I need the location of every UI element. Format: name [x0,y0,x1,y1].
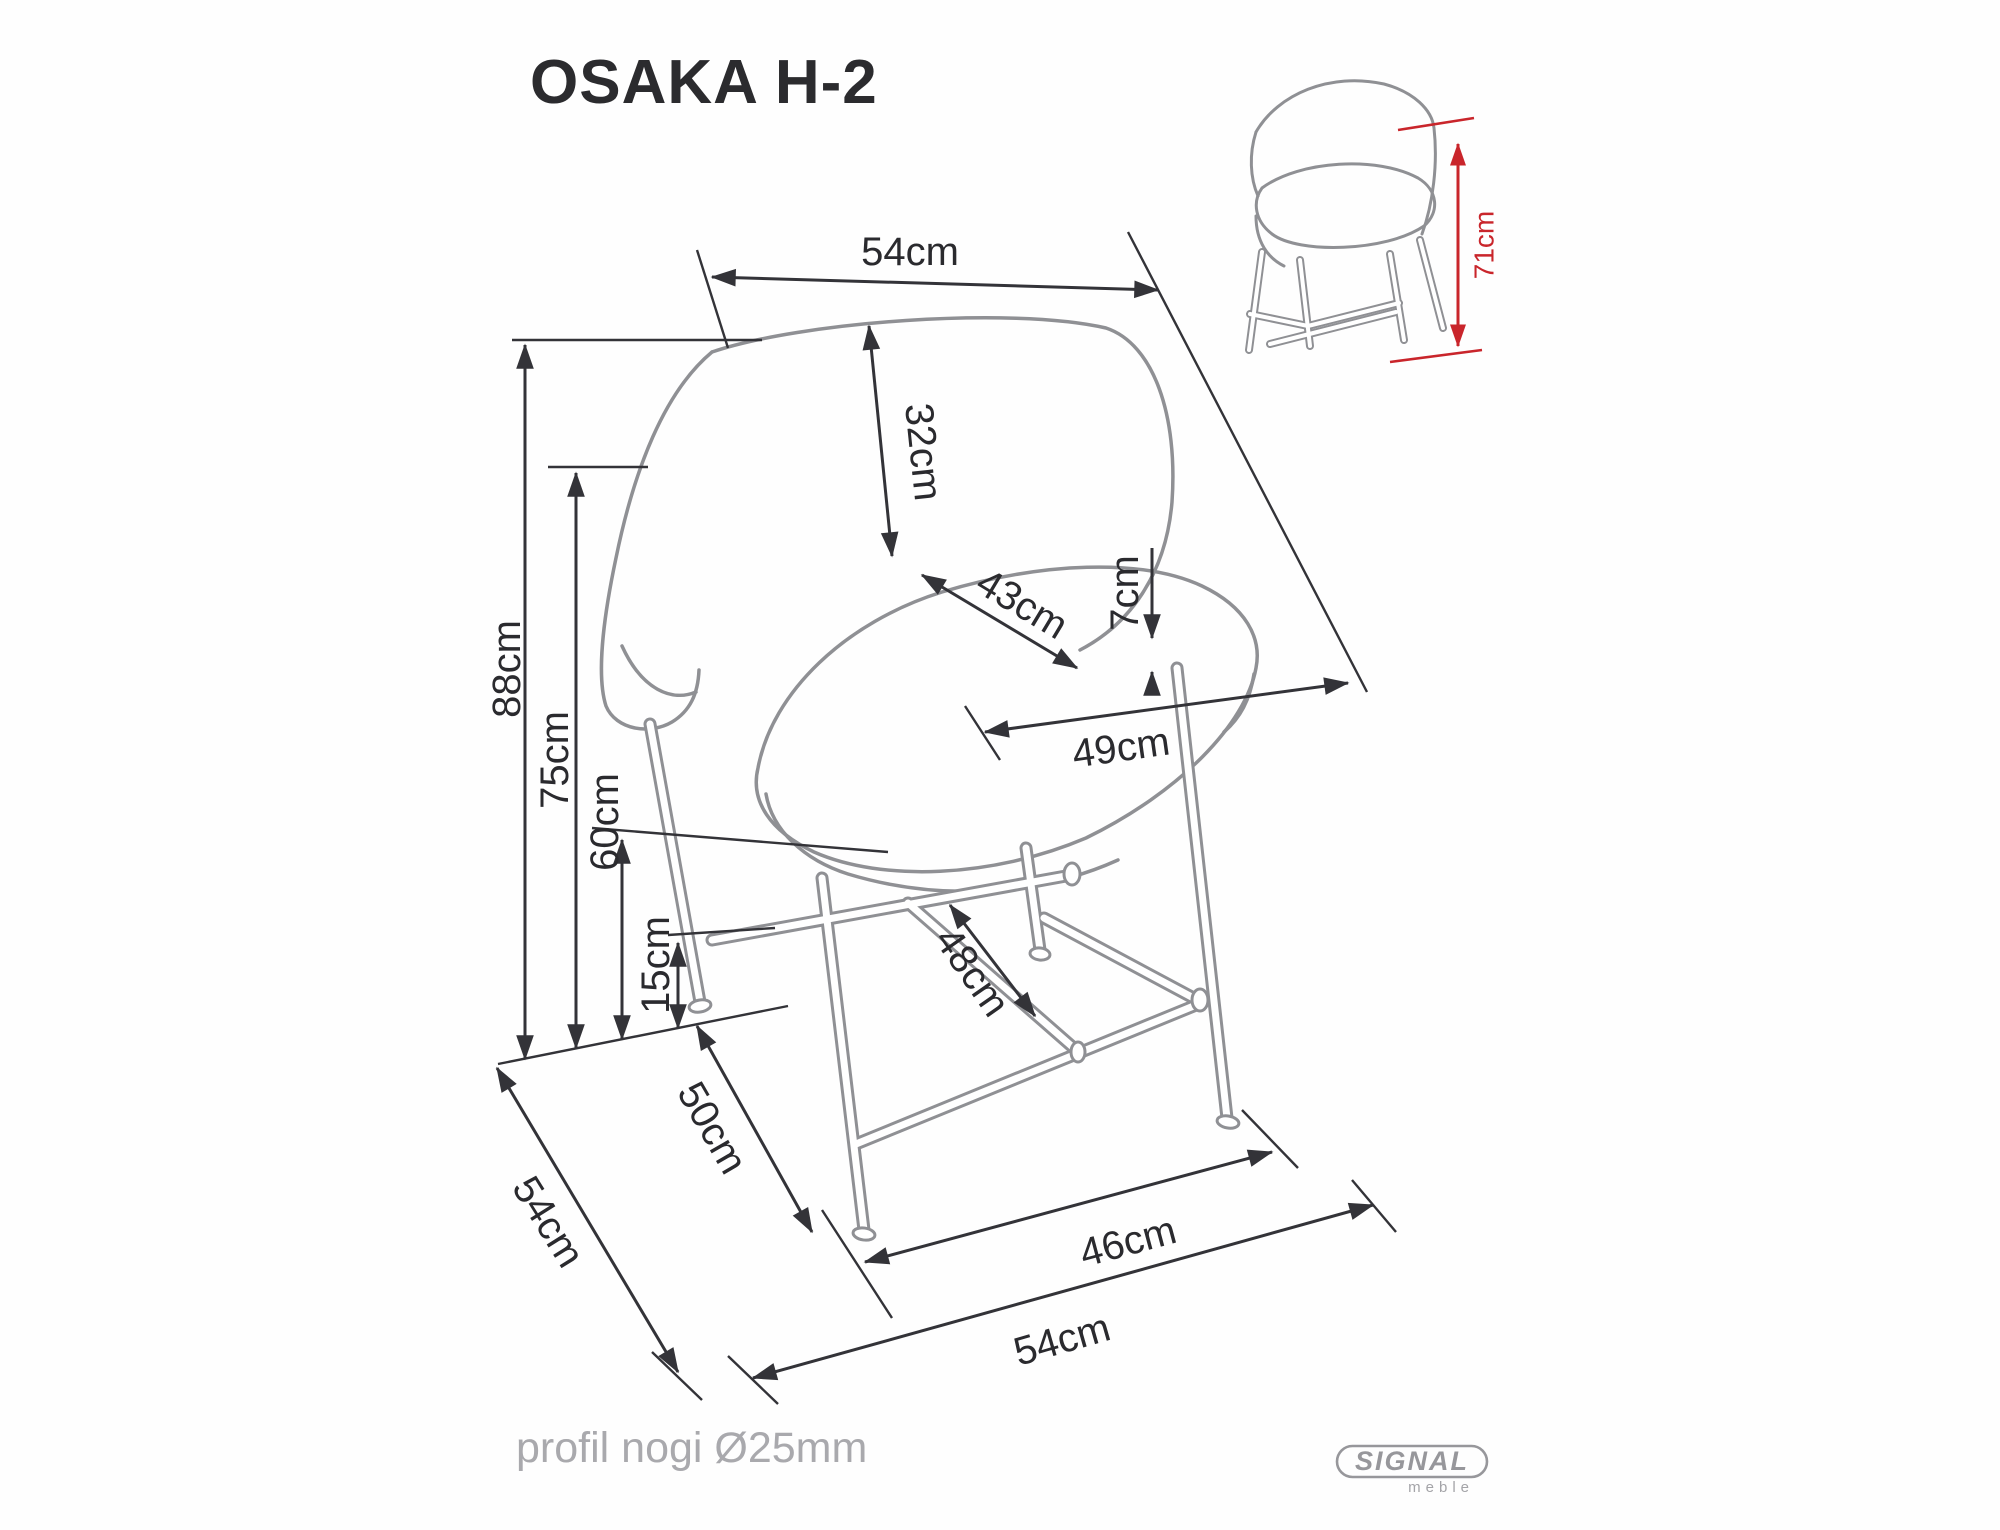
seat-width-label: 49cm [1070,719,1173,776]
inset-legs [1245,236,1447,354]
stretcher-joint [1069,1040,1087,1064]
dimension-labels: 54cm 32cm 88cm 75cm 60cm 15cm 43cm 7cm 4… [485,230,1181,1375]
inset-stool-drawing: 71cm [1245,79,1500,364]
footrest-depth-label: 48cm [926,919,1018,1024]
base-depth-label: 54cm [503,1169,592,1275]
inset-seat-height-label: 71cm [1469,211,1500,279]
dim-base-side-depth-line [695,1024,814,1234]
inset-red-dimension: 71cm [1389,116,1500,364]
dim-seat-back-width-line [710,268,1160,299]
footrest-height-label: 15cm [634,916,678,1014]
leg-foot [851,1226,877,1242]
dimension-lines [495,268,1375,1381]
base-side-depth-label: 50cm [668,1075,755,1182]
leg-foot [687,998,713,1014]
dim-base-depth-line [495,1066,680,1374]
seat-right-rim [1222,672,1256,734]
page-title: OSAKA H-2 [530,48,878,117]
seat-back-width-label: 54cm [861,230,959,274]
leg-profile-note: profil nogi Ø25mm [516,1424,867,1472]
dim-base-width-line [751,1202,1375,1381]
seat-thickness-label: 7cm [1103,555,1147,631]
total-height-label: 88cm [485,620,529,718]
seat-height-label: 60cm [583,773,627,871]
dim-front-base-width-line [863,1149,1274,1265]
leg-foot [1028,946,1052,962]
backrest-shell-inner [620,644,698,697]
logo-subtitle-text: meble [1408,1479,1474,1496]
dim-seat-width-line [983,677,1350,738]
dim-backrest-height-line [862,324,899,558]
leg-foot [1215,1114,1241,1130]
backrest-height-label: 32cm [896,401,950,503]
stretcher-joint [1190,987,1210,1013]
stretcher-joint [1062,861,1082,887]
base-width-label: 54cm [1009,1305,1115,1374]
dim-seat-depth-line [920,573,1079,670]
front-base-width-label: 46cm [1075,1208,1181,1276]
backrest-bottom-height-label: 75cm [533,711,577,809]
extension-lines [497,231,1397,1405]
backrest-left-edge [599,350,714,731]
logo-border [1335,1444,1489,1479]
logo-brand-text: SIGNAL [1355,1446,1469,1476]
dim-footrest-depth-line [948,903,1037,1018]
signal-meble-logo: SIGNAL meble [1335,1444,1489,1496]
